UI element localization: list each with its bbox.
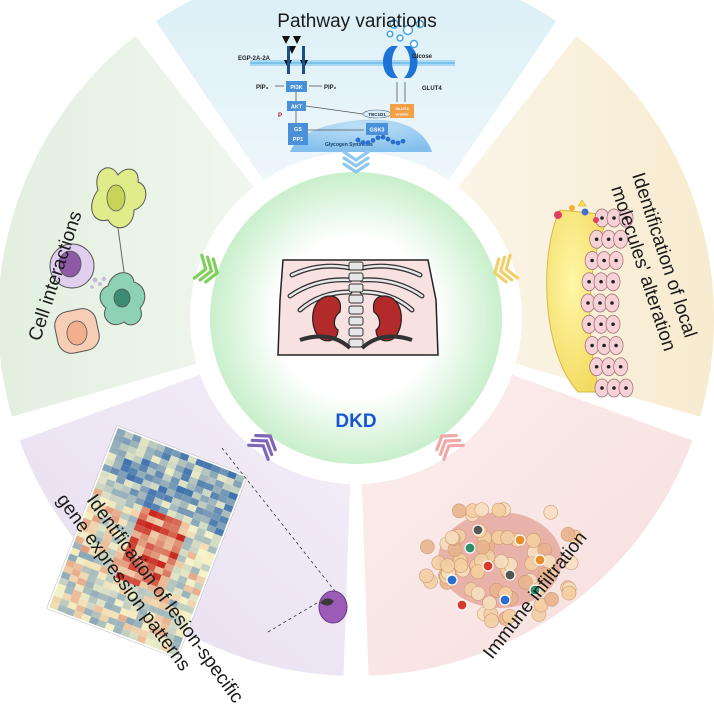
spine bbox=[348, 261, 364, 348]
kidney-right bbox=[372, 295, 402, 342]
chevron-cell bbox=[192, 253, 219, 284]
glycogen-beads bbox=[355, 134, 406, 146]
sector-pathway bbox=[155, 0, 557, 181]
svg-text:vesicle: vesicle bbox=[395, 112, 409, 117]
glomerulus-illustration bbox=[546, 199, 634, 398]
gsk3-box: GSK3 bbox=[366, 123, 388, 135]
cell-layer bbox=[580, 208, 634, 398]
glut4-channel bbox=[383, 46, 398, 78]
kidney-left bbox=[312, 295, 342, 342]
glut4-vesicle-box: GLUT4 vesicle bbox=[390, 104, 414, 118]
svg-text:GS: GS bbox=[294, 127, 302, 133]
glucose-molecules bbox=[386, 19, 425, 49]
immune-infiltration-illustration bbox=[419, 502, 583, 628]
glycogen-label: Glycogen Synthesis bbox=[325, 142, 373, 148]
kidney-torso-illustration bbox=[277, 259, 439, 356]
p-label: P bbox=[278, 113, 282, 119]
direction-chevrons bbox=[192, 150, 520, 461]
svg-text:GSK3: GSK3 bbox=[370, 128, 385, 134]
glut4-label: GLUT4 bbox=[422, 86, 442, 92]
akt-box: AKT bbox=[287, 101, 306, 111]
tbc1d1-box: TBC1D1 bbox=[362, 109, 392, 119]
kidney-tissue-icon bbox=[318, 590, 348, 624]
pip2-label: PIP₂ bbox=[324, 85, 337, 91]
center-label: DKD bbox=[335, 411, 376, 432]
svg-text:TBC1D1: TBC1D1 bbox=[368, 112, 386, 117]
pathway-illustration: EGP-2A-2A PI3K PIP₃ PIP₂ AKT P GS PP1 TB… bbox=[238, 19, 455, 152]
glcose-label: Glcose bbox=[412, 54, 433, 60]
svg-text:GLUT4: GLUT4 bbox=[395, 106, 409, 111]
svg-text:PI3K: PI3K bbox=[290, 85, 302, 91]
chevron-local bbox=[493, 253, 520, 284]
gs-pp1-box: GS PP1 bbox=[288, 123, 308, 145]
pi3k-box: PI3K bbox=[286, 81, 307, 92]
chevron-immune bbox=[435, 433, 465, 461]
cell-interactions-illustration bbox=[49, 167, 147, 354]
pip3-label: PIP₃ bbox=[256, 85, 269, 91]
heatmap-illustration bbox=[46, 425, 348, 659]
svg-text:PP1: PP1 bbox=[293, 137, 303, 143]
chevron-lesion bbox=[247, 433, 277, 461]
center-disc: DKD bbox=[210, 172, 502, 464]
chevron-pathway bbox=[342, 150, 370, 174]
svg-text:AKT: AKT bbox=[291, 105, 303, 111]
egp-label: EGP-2A-2A bbox=[238, 56, 271, 62]
pathway-title: Pathway variations bbox=[277, 11, 436, 32]
